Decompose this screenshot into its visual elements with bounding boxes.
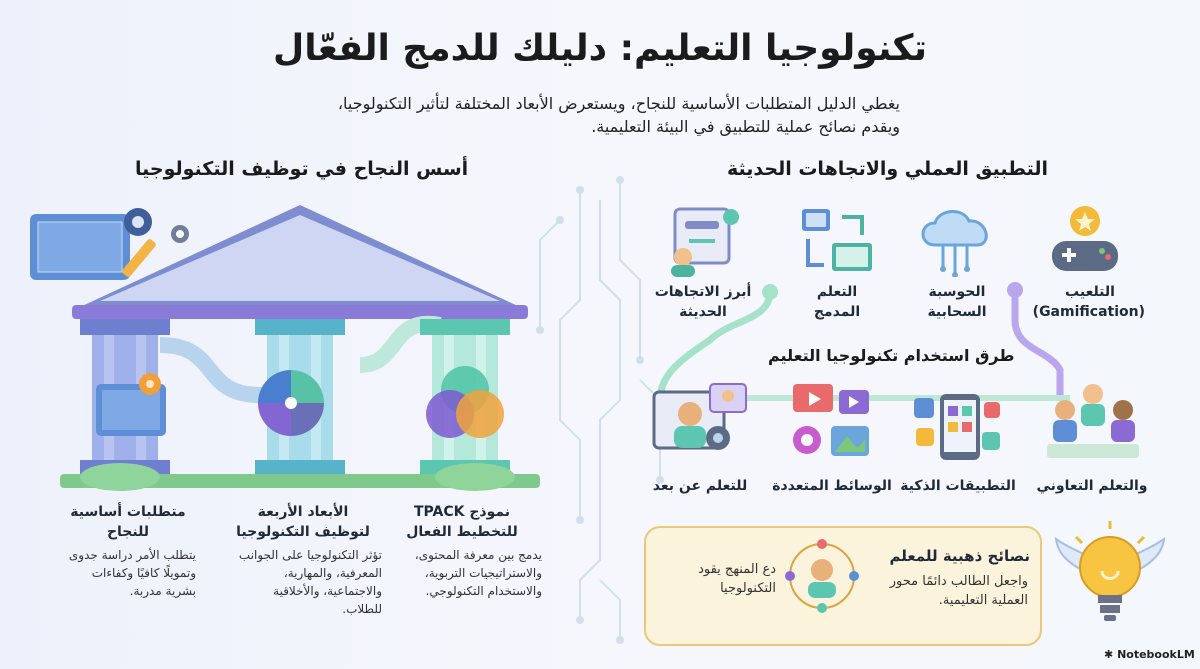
pillar-1-desc: يتطلب الأمر دراسة جدوى وتمويلًا كافيًا و… xyxy=(68,548,196,598)
temple-beam xyxy=(72,305,528,319)
intro-text: يغطي الدليل المتطلبات الأساسية للنجاح، و… xyxy=(280,92,900,138)
methods-title: طرق استخدام تكنولوجيا التعليم xyxy=(768,346,1015,365)
tips-title: نصائح ذهبية للمعلم xyxy=(889,547,1030,565)
tips-text-2: دع المنهج يقود التكنولوجيا xyxy=(698,562,776,596)
trend-connector xyxy=(656,282,1070,401)
temple-roof-inner xyxy=(100,215,500,301)
notebooklm-logo-icon: ✱ xyxy=(1104,648,1114,661)
trend-cloud-label: الحوسبة السحابية xyxy=(927,284,987,320)
four-dimensions-icon xyxy=(258,370,324,436)
gamepad-icon xyxy=(1052,206,1118,271)
smart-apps-icon xyxy=(914,394,1000,460)
brand-text: NotebookLM xyxy=(1117,648,1195,661)
distance-learning-icon xyxy=(652,383,747,450)
trend-modern-label: أبرز الاتجاهات الحديثة xyxy=(654,284,752,320)
page-title: تكنولوجيا التعليم: دليلك للدمج الفعّال xyxy=(273,28,927,69)
blueprint-gear-icon xyxy=(30,208,189,280)
intro-line-1: يغطي الدليل المتطلبات الأساسية للنجاح، و… xyxy=(337,94,900,113)
method-multimedia-label: الوسائط المتعددة xyxy=(772,478,892,494)
tips-text-1: واجعل الطالب دائمًا محور العملية التعليم… xyxy=(889,574,1028,608)
pillar-2-title: الأبعاد الأربعة لتوظيف التكنولوجيا xyxy=(236,504,370,540)
intro-line-2: ويقدم نصائح عملية للتطبيق في البيئة التع… xyxy=(591,117,900,136)
pillar-3-desc: يدمج بين معرفة المحتوى، والاستراتيجيات ا… xyxy=(414,548,542,598)
trends-icon xyxy=(671,207,739,277)
student-center-icon xyxy=(785,539,859,613)
trend-gamification-label: التلعيب (Gamification) xyxy=(1032,284,1145,320)
pillar-2-desc: تؤثر التكنولوجيا على الجوانب المعرفية، و… xyxy=(238,548,382,616)
collaboration-icon xyxy=(1047,384,1139,458)
method-smart-apps-label: التطبيقات الذكية xyxy=(900,478,1016,494)
pillar-1-title: متطلبات أساسية للنجاح xyxy=(70,504,186,540)
blended-learning-icon xyxy=(802,209,872,271)
temple-base xyxy=(60,474,540,488)
winged-lightbulb-icon xyxy=(1054,521,1166,621)
teacher-tips-box xyxy=(644,526,1042,646)
cloud-icon xyxy=(921,210,988,277)
right-section-title: التطبيق العملي والاتجاهات الحديثة xyxy=(727,158,1049,180)
left-section-title: أسس النجاح في توظيف التكنولوجيا xyxy=(135,158,469,180)
venn-diagram-icon xyxy=(426,366,504,438)
method-distance-label: للتعلم عن بعد xyxy=(652,478,748,494)
pillar-3-title: نموذج TPACK للتخطيط الفعال xyxy=(406,504,518,540)
brand-label: ✱ NotebookLM xyxy=(1104,648,1195,661)
multimedia-icon xyxy=(793,384,869,456)
method-collaborative-label: والتعلم التعاوني xyxy=(1036,478,1148,494)
blueprint-icon xyxy=(96,373,166,436)
trend-blended-label: التعلم المدمج xyxy=(813,284,861,320)
